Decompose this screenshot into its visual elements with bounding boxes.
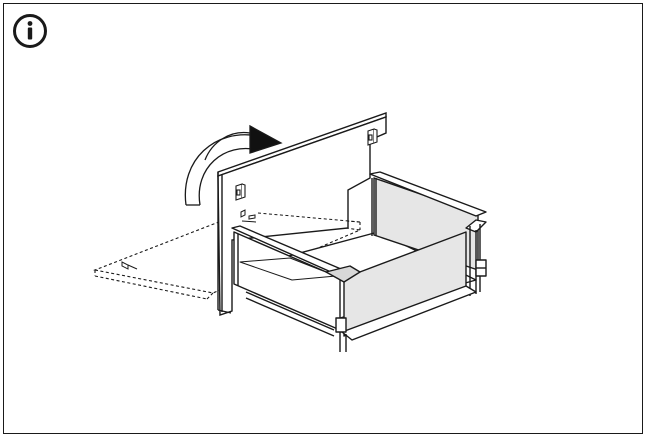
- curved-arrow-icon: [184, 124, 283, 206]
- upright-front-panel: [217, 112, 387, 316]
- alignment-guide-line: [257, 212, 361, 223]
- panel-bracket-right-icon: [367, 128, 378, 146]
- panel-bracket-left-icon: [235, 183, 246, 201]
- screw-fasteners-icon: [240, 209, 257, 223]
- flat-panel-bracket-icon: [121, 261, 138, 270]
- drawer-box: [231, 171, 487, 352]
- flat-front-panel-outline: [93, 212, 363, 300]
- info-circle-icon: [13, 14, 47, 48]
